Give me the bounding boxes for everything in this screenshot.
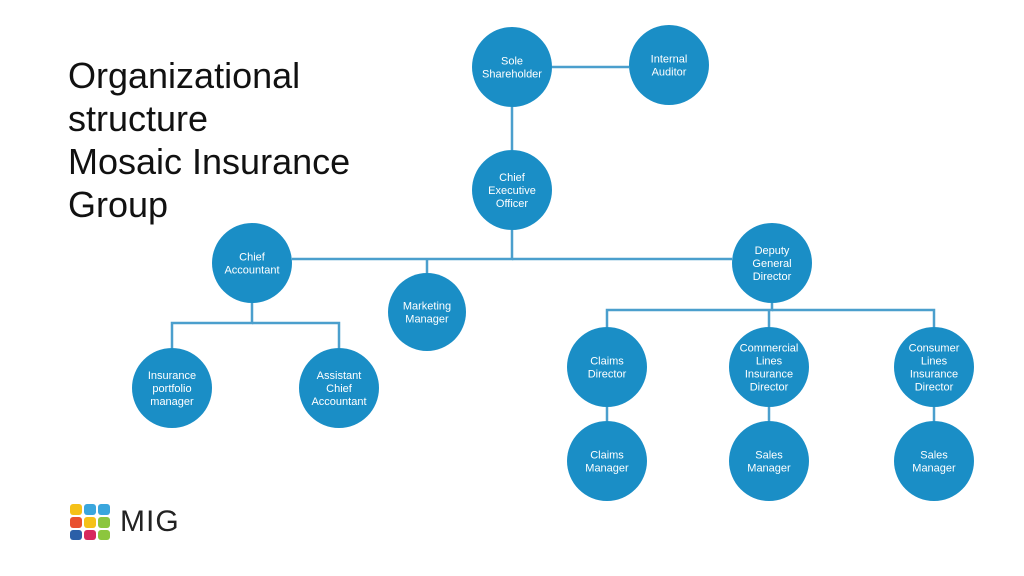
node-label: Chief <box>239 252 266 264</box>
node-circle <box>732 223 812 303</box>
connector-chief-accountant-to-insurance-portfolio-manager <box>170 303 254 348</box>
node-label: Auditor <box>652 67 687 79</box>
node-label: Sole <box>501 56 523 68</box>
node-label: Lines <box>921 356 948 368</box>
node-circle <box>299 348 379 428</box>
connector-deputy-general-director-to-claims-director <box>605 303 774 327</box>
node-label: Manager <box>747 463 791 475</box>
node-circle <box>132 348 212 428</box>
node-circle <box>472 27 552 107</box>
org-chart-edges <box>170 65 936 421</box>
node-label: Consumer <box>909 343 960 355</box>
node-circle <box>212 223 292 303</box>
logo-tile <box>98 530 110 540</box>
node-label: Manager <box>585 463 629 475</box>
page-title: Organizational structure Mosaic Insuranc… <box>68 54 388 226</box>
brand-name: MIG <box>120 505 180 538</box>
node-label: Accountant <box>311 396 366 408</box>
node-circle <box>894 421 974 501</box>
org-chart-nodes: SoleShareholderInternalAuditorChiefExecu… <box>132 25 974 501</box>
node-label: portfolio <box>152 383 191 395</box>
logo-tile <box>98 517 110 528</box>
node-circle <box>729 421 809 501</box>
node-label: Executive <box>488 185 536 197</box>
node-label: Director <box>753 271 792 283</box>
node-label: Sales <box>920 450 948 462</box>
logo-tile <box>84 530 96 540</box>
node-label: Claims <box>590 450 624 462</box>
title-line: structure <box>68 98 209 139</box>
node-label: Officer <box>496 198 529 210</box>
node-label: Manager <box>912 463 956 475</box>
node-label: General <box>752 258 791 270</box>
connector-deputy-general-director-to-consumer-lines-insurance-director <box>772 308 936 327</box>
mosaic-logo-icon <box>70 504 110 540</box>
node-circle <box>472 150 552 230</box>
node-circle <box>388 273 466 351</box>
logo-tile <box>98 504 110 515</box>
node-label: Insurance <box>148 370 196 382</box>
node-label: Lines <box>756 356 783 368</box>
node-circle <box>567 327 647 407</box>
node-label: Assistant <box>317 370 362 382</box>
node-label: Manager <box>405 314 449 326</box>
title-line: Mosaic Insurance <box>68 141 351 182</box>
node-label: Internal <box>651 54 688 66</box>
logo-tile <box>70 530 82 540</box>
title-line: Group <box>68 184 169 225</box>
node-label: Director <box>588 369 627 381</box>
logo-tile <box>84 504 96 515</box>
logo-tile <box>84 517 96 528</box>
brand-logo: MIG <box>68 502 180 542</box>
node-label: Director <box>915 382 954 394</box>
node-circle <box>567 421 647 501</box>
node-label: Director <box>750 382 789 394</box>
logo-tile <box>70 517 82 528</box>
node-label: Insurance <box>745 369 793 381</box>
node-label: Commercial <box>740 343 799 355</box>
node-label: Insurance <box>910 369 958 381</box>
node-label: Deputy <box>755 245 790 257</box>
node-circle <box>629 25 709 105</box>
title-line: Organizational <box>68 55 301 96</box>
node-label: Marketing <box>403 301 451 313</box>
node-label: Chief <box>499 172 526 184</box>
node-label: Accountant <box>224 265 279 277</box>
node-label: Shareholder <box>482 69 542 81</box>
connector-chief-accountant-to-assistant-chief-accountant <box>252 321 341 348</box>
node-label: Sales <box>755 450 783 462</box>
node-label: Claims <box>590 356 624 368</box>
logo-tile <box>70 504 82 515</box>
node-label: manager <box>150 396 194 408</box>
node-label: Chief <box>326 383 353 395</box>
connector-chief-executive-officer-to-chief-accountant <box>292 230 514 261</box>
node-circle <box>894 327 974 407</box>
node-circle <box>729 327 809 407</box>
